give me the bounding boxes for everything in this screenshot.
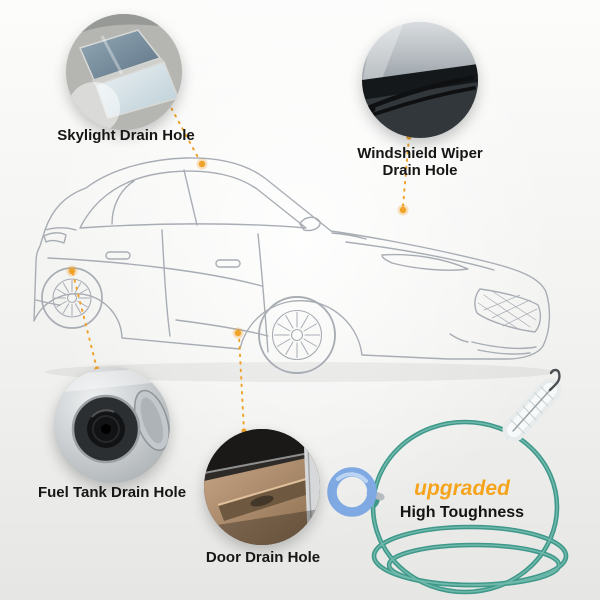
upgraded-tagline: upgraded xyxy=(414,477,510,500)
windshield-wiper-photo xyxy=(362,22,478,138)
fuel-tank-photo xyxy=(54,367,170,483)
high-toughness-text: High Toughness xyxy=(399,504,525,521)
brush-wire-tip xyxy=(548,368,561,392)
door-photo-art xyxy=(204,429,320,545)
callout-connectors xyxy=(72,101,410,432)
rear-wheel xyxy=(41,267,103,329)
door-drain-hole-label: Door Drain Hole xyxy=(205,549,321,566)
skylight-photo-art xyxy=(66,14,182,130)
cleaning-brush xyxy=(502,368,562,442)
connector-door xyxy=(238,335,245,432)
door-interior-photo xyxy=(204,429,320,545)
skylight-photo xyxy=(66,14,182,130)
fuel-photo-art xyxy=(54,367,170,483)
connector-fuel xyxy=(72,273,98,370)
windshield-label-line1: Windshield Wiper xyxy=(357,145,483,162)
car-line-art xyxy=(33,157,551,374)
front-wheel xyxy=(258,296,336,374)
windshield-label-line2: Drain Hole xyxy=(382,162,458,179)
windshield-wiper-drain-hole-label: Windshield Wiper Drain Hole xyxy=(312,145,528,179)
fuel-tank-drain-hole-label: Fuel Tank Drain Hole xyxy=(37,484,187,501)
connector-dots xyxy=(66,99,412,434)
skylight-drain-hole-label: Skylight Drain Hole xyxy=(57,127,195,144)
windshield-photo-art xyxy=(362,22,478,138)
pull-ring xyxy=(327,467,385,517)
